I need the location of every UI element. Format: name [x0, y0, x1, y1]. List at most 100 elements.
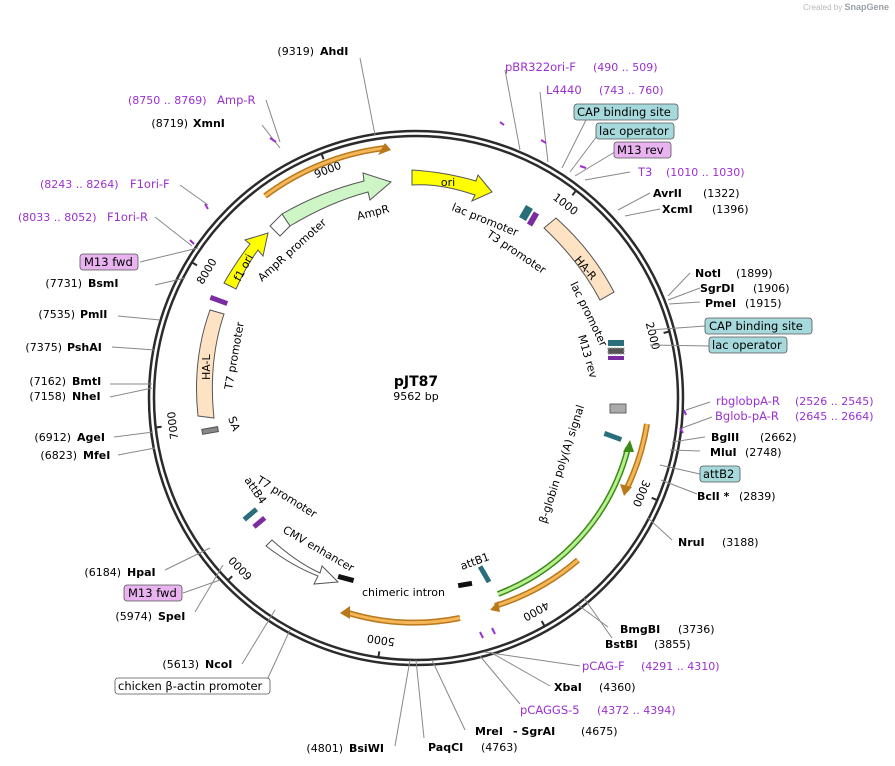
primer-range: (8750 .. 8769): [128, 94, 207, 107]
svg-text:lac operator: lac operator: [599, 124, 669, 138]
cap-binding-site-1-box: CAP binding site: [573, 103, 679, 121]
svg-text:CAP binding site: CAP binding site: [577, 105, 671, 119]
primer-range: (743 .. 760): [599, 84, 664, 97]
primer-range: (8033 .. 8052): [18, 211, 97, 224]
m13-fwd-bottom-box: M13 fwd: [123, 584, 183, 602]
primer-range: (8243 .. 8264): [40, 178, 119, 191]
tick-mark: [191, 261, 198, 267]
feature-ampr-promoter-label: AmpR promoter: [255, 216, 329, 284]
site-xbai: XbaI: [554, 681, 582, 694]
chicken-beta-actin-promoter-box: chicken β-actin promoter: [114, 677, 271, 695]
tick-label: 5000: [366, 632, 396, 649]
site-pos: (7375): [25, 341, 62, 354]
site-pos: (3736): [678, 623, 715, 636]
site-sgrdi: SgrDI: [700, 282, 734, 295]
attb2-box: attB2: [699, 465, 741, 483]
svg-text:M13 fwd: M13 fwd: [128, 586, 177, 600]
site-pos: (7162): [29, 375, 66, 388]
tick-mark: [155, 425, 162, 429]
site-pos: (1915): [745, 297, 782, 310]
feature-sa-label: SA: [225, 415, 242, 434]
site-pos: (7158): [29, 390, 66, 403]
site-avrii: AvrII: [653, 187, 682, 200]
site-pos: (3188): [722, 536, 759, 549]
site-bstbi: BstBI: [605, 638, 638, 651]
primer-amp-r: Amp-R: [217, 93, 256, 107]
site-noti: NotI: [695, 267, 721, 280]
tick-label: 7000: [165, 411, 181, 440]
primer-pcag-f: pCAG-F: [582, 659, 625, 673]
primer-bglob-pa-r: Bglob-pA-R: [715, 409, 779, 423]
site-spei: SpeI: [158, 610, 185, 623]
site-mfei: MfeI: [83, 449, 110, 462]
site-pmei: PmeI: [705, 297, 736, 310]
feature-lac-promoter-1: lac promoter T3 promoter: [450, 201, 549, 277]
site-leader-lines: [109, 57, 713, 747]
site-xcmi: XcmI: [662, 203, 693, 216]
plasmid-name: pJT87: [394, 374, 438, 390]
site-nrui: NruI: [678, 536, 705, 549]
feature-attb1: attB1: [459, 550, 492, 584]
tick-label: 4000: [521, 598, 552, 623]
feature-globin-signal: β-globin poly(A) signal: [536, 403, 627, 525]
feature-ori: ori: [411, 169, 493, 203]
svg-text:chicken β-actin promoter: chicken β-actin promoter: [118, 679, 263, 693]
site-pos: (2748): [745, 446, 782, 459]
primer-range: (490 .. 509): [593, 61, 658, 74]
feature-t7-promoter-1-label: T7 promoter: [222, 321, 247, 392]
m13-fwd-top-box: M13 fwd: [79, 253, 139, 271]
primer-range: (4372 .. 4394): [597, 704, 676, 717]
svg-text:(9319): (9319): [277, 45, 314, 58]
cap-binding-site-2-box: CAP binding site: [704, 317, 813, 335]
site-pos: (4763): [481, 741, 518, 754]
primer-rbglobpa-r: rbglobpA-R: [716, 394, 780, 408]
site-nhei: NheI: [72, 390, 101, 403]
primer-marks: [189, 121, 687, 639]
site-pos: (2662): [760, 431, 797, 444]
snapgene-logo: SnapGene: [844, 2, 889, 12]
feature-cmv-enhancer: CMV enhancer: [265, 523, 357, 585]
svg-text:attB2: attB2: [703, 467, 734, 481]
site-hpai: HpaI: [127, 566, 156, 579]
feature-cmv-enhancer-label: CMV enhancer: [281, 523, 357, 574]
primer-f1ori-r: F1ori-R: [107, 210, 148, 224]
primer-range: (2526 .. 2545): [795, 395, 874, 408]
m13-rev-box: M13 rev: [613, 141, 672, 159]
site-pos: (7731): [45, 277, 82, 290]
site-pos: (3855): [654, 638, 691, 651]
site-pos: (4801): [306, 742, 343, 755]
feature-attb4: T7 promoter attB4: [242, 473, 320, 529]
boxed-labels: CAP binding site lac operator M13 rev CA…: [79, 103, 813, 695]
snapgene-credit: Created by SnapGene: [803, 2, 889, 12]
primer-labels: pBR322ori-F (490 .. 509) L4440 (743 .. 7…: [18, 60, 874, 717]
site-pos: (1899): [736, 267, 773, 280]
feature-ha-l-label: HA-L: [200, 353, 213, 380]
site-pos: (5613): [162, 658, 199, 671]
orf-arcs: [263, 145, 650, 626]
primer-f1ori-f: F1ori-F: [130, 177, 170, 191]
tick-mark: [377, 651, 381, 658]
site-pos: (2839): [739, 490, 776, 503]
site-bsmi: BsmI: [88, 277, 119, 290]
site-ahdi: AhdI: [320, 45, 348, 58]
feature-lac-promoter-1-label: lac promoter: [450, 201, 521, 240]
primer-l4440: L4440: [546, 83, 582, 97]
primer-pcaggs-5: pCAGGS-5: [520, 703, 580, 717]
site-pos: (6184): [84, 566, 121, 579]
site-pos: (6912): [34, 431, 71, 444]
site-pos: (4360): [599, 681, 636, 694]
svg-text:CAP binding site: CAP binding site: [709, 319, 803, 333]
svg-text:M13 fwd: M13 fwd: [84, 255, 133, 269]
primer-range: (2645 .. 2664): [795, 410, 874, 423]
site-mrei: MreI: [475, 725, 503, 738]
site-xmni: XmnI: [193, 117, 225, 130]
site-pos: (9319): [277, 45, 314, 58]
primer-t3: T3: [637, 165, 652, 179]
tick-mark: [227, 575, 233, 582]
site-pos: (1906): [753, 282, 790, 295]
svg-text:M13 rev: M13 rev: [617, 143, 664, 157]
lac-operator-1-box: lac operator: [595, 122, 675, 140]
site-pos: (1322): [703, 187, 740, 200]
